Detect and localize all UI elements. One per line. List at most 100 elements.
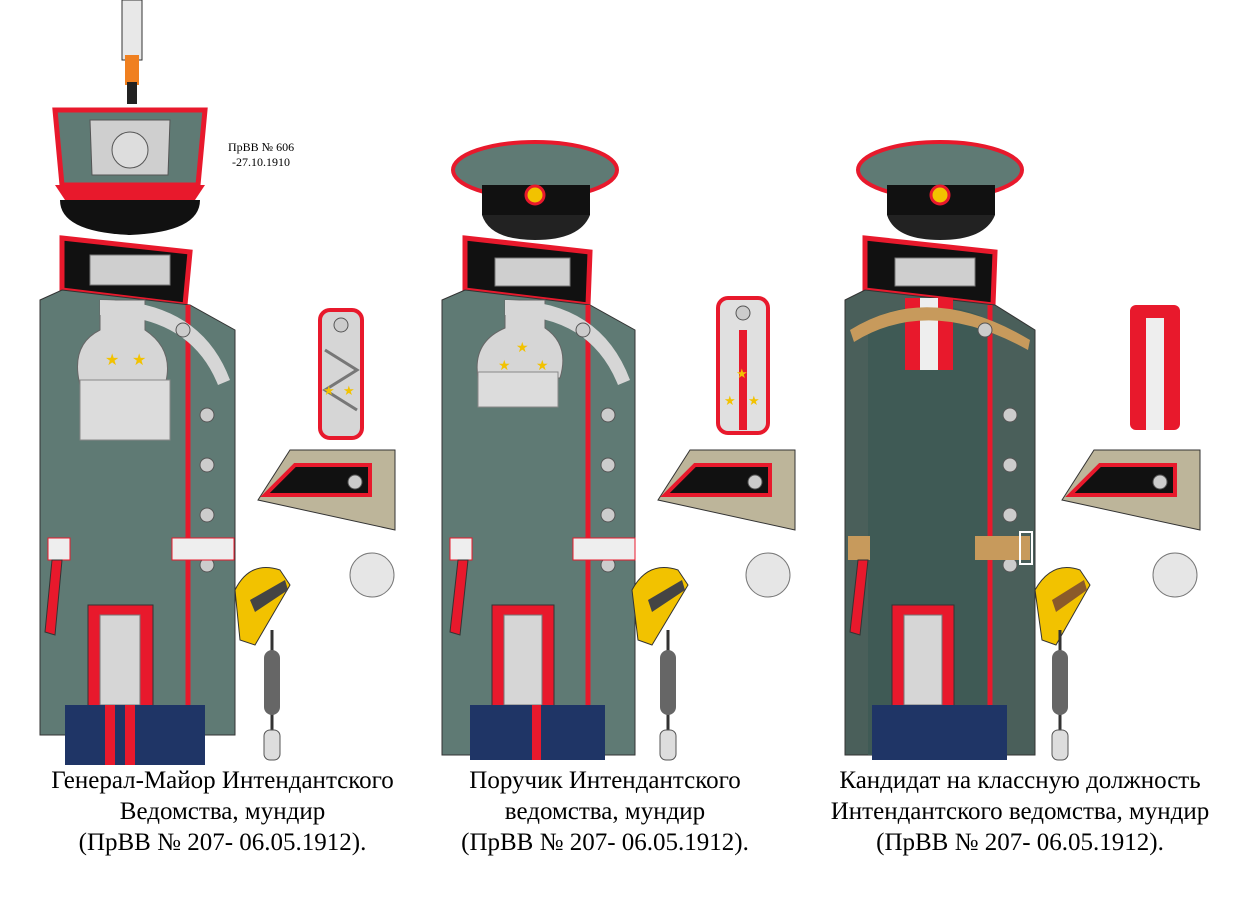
button — [735, 305, 751, 321]
button — [199, 407, 215, 423]
star-icon: ★ — [516, 341, 529, 356]
star-icon: ★ — [343, 383, 355, 398]
caption-candidate: Кандидат на классную должность Интендант… — [805, 765, 1235, 858]
collar-lace — [494, 257, 571, 287]
sleeve-lace — [100, 300, 230, 385]
collar-lace — [894, 257, 976, 287]
button — [1002, 407, 1018, 423]
cuff-lace — [99, 614, 141, 706]
sleeve-lace — [505, 300, 630, 385]
cap-cockade — [929, 184, 951, 206]
caption-line: Ведомства, мундир — [119, 798, 326, 825]
belt-section — [975, 536, 1030, 560]
uniform-figure-poruchik: ★ ★ ★ ★ ★ ★ — [420, 0, 810, 770]
button — [347, 474, 363, 490]
eagle-button-icon — [349, 552, 395, 598]
eagle-button-icon — [745, 552, 791, 598]
star-icon: ★ — [132, 352, 146, 369]
button — [199, 457, 215, 473]
epaulette-fringe — [477, 371, 559, 408]
sword-knot — [264, 650, 280, 715]
sword-scabbard-tip — [44, 559, 63, 636]
button — [1152, 474, 1168, 490]
button — [333, 317, 349, 333]
sword-tassel — [659, 729, 677, 761]
caption-line: (ПрВВ № 207- 06.05.1912). — [876, 829, 1164, 856]
caption-line: Генерал-Майор Интендантского — [51, 767, 394, 794]
cap-visor — [887, 215, 995, 240]
shoulder-board-stripe — [1146, 318, 1164, 430]
belt-section — [572, 537, 636, 561]
button — [175, 322, 191, 338]
collar-patch-tab — [1065, 463, 1177, 497]
button — [1002, 557, 1018, 573]
sword-grip — [1052, 580, 1087, 612]
star-icon: ★ — [724, 393, 736, 408]
decree-note: ПрВВ № 606 -27.10.1910 — [228, 140, 294, 170]
caption-line: (ПрВВ № 207- 06.05.1912). — [461, 829, 749, 856]
button — [600, 507, 616, 523]
helmet-plume — [121, 0, 143, 61]
star-icon: ★ — [736, 366, 748, 381]
button — [575, 322, 591, 338]
collar-patch-tab — [260, 463, 372, 497]
button — [977, 322, 993, 338]
star-icon: ★ — [323, 383, 335, 398]
cuff-lace — [903, 614, 943, 706]
shoulder-belt — [850, 307, 1030, 350]
collar-lace — [89, 254, 171, 286]
button — [600, 457, 616, 473]
collar-patch-tab — [660, 463, 772, 497]
cap-visor — [482, 215, 590, 240]
caption-line: Поручик Интендантского — [469, 767, 741, 794]
belt-section — [848, 536, 870, 560]
sword-scabbard-tip — [849, 559, 869, 636]
shoulder-board-stripe — [739, 330, 747, 430]
sword-scabbard-tip — [449, 559, 469, 636]
belt-section — [449, 537, 473, 561]
epaulette-fringe — [79, 379, 171, 441]
caption-poruchik: Поручик Интендантского ведомства, мундир… — [425, 765, 785, 858]
uniform-figure-candidate — [830, 0, 1230, 770]
sword-tassel — [1051, 729, 1069, 761]
button — [747, 474, 763, 490]
helmet-band — [55, 185, 205, 200]
decree-note-line: ПрВВ № 606 — [228, 140, 295, 154]
caption-line: Интендантского ведомства, мундир — [830, 798, 1210, 825]
button — [600, 407, 616, 423]
caption-line: (ПрВВ № 207- 06.05.1912). — [78, 829, 367, 856]
button — [1002, 457, 1018, 473]
star-icon: ★ — [536, 359, 549, 374]
poruchik-uniform-illustration: ★ ★ ★ ★ ★ ★ — [441, 140, 796, 761]
caption-general-major: Генерал-Майор Интендантского Ведомства, … — [35, 765, 410, 858]
button — [1002, 507, 1018, 523]
belt-section — [171, 537, 235, 561]
eagle-button-icon — [1152, 552, 1198, 598]
star-icon: ★ — [748, 393, 760, 408]
sword-knot — [1052, 650, 1068, 715]
trouser-stripe — [532, 705, 541, 760]
shoulder-board-zigzag — [322, 348, 360, 412]
decree-note-line: -27.10.1910 — [232, 155, 290, 169]
sword-grip — [250, 580, 288, 612]
sword-knot — [660, 650, 676, 715]
trousers — [872, 705, 1007, 760]
sword-tassel — [263, 729, 281, 761]
plume-orange-band — [125, 55, 139, 85]
helmet-visor — [60, 200, 200, 235]
star-icon: ★ — [105, 352, 119, 369]
star-icon: ★ — [498, 359, 511, 374]
uniform-figure-general-major: ★ ★ ★ ★ — [0, 0, 400, 770]
helmet-eagle-emblem — [111, 131, 149, 169]
button — [199, 507, 215, 523]
caption-line: Кандидат на классную должность — [839, 767, 1201, 794]
cuff-lace — [503, 614, 543, 706]
belt-buckle — [1019, 531, 1033, 565]
caption-line: ведомства, мундир — [504, 798, 706, 825]
belt-section — [47, 537, 71, 561]
trouser-stripe — [105, 705, 115, 765]
plume-holder — [127, 82, 137, 104]
cap-cockade — [524, 184, 546, 206]
sword-grip — [648, 580, 685, 612]
candidate-uniform-illustration — [844, 140, 1201, 761]
